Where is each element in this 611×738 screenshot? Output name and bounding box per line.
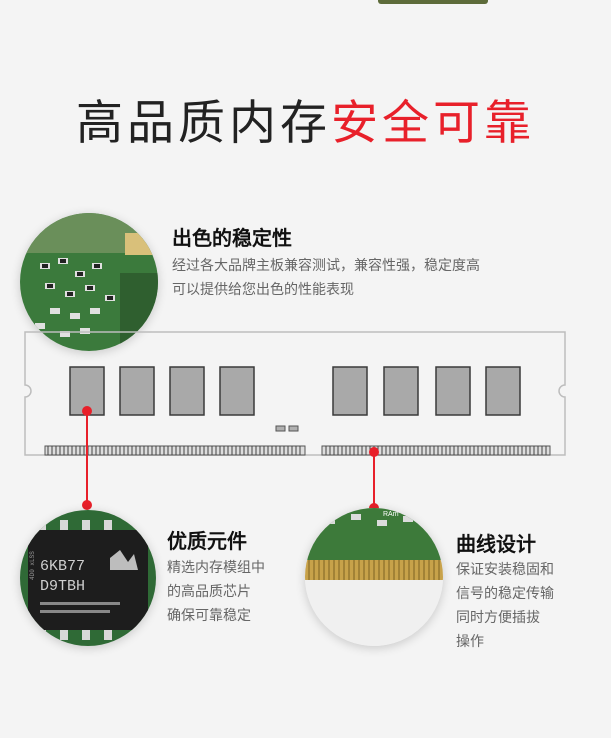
components-image: 6KB77 D9TBH 4D0 xLSS xyxy=(20,510,156,646)
stability-desc: 经过各大品牌主板兼容测试，兼容性强，稳定度高 可以提供给您出色的性能表现 xyxy=(172,254,480,302)
page-headline: 高品质内存安全可靠 xyxy=(0,84,611,153)
curve-desc-line: 信号的稳定传输 xyxy=(456,586,554,602)
board-marking: RAm xyxy=(383,511,399,518)
edge-connector-line xyxy=(373,455,375,505)
components-desc-line: 确保可靠稳定 xyxy=(167,608,251,624)
curve-desc-line: 操作 xyxy=(456,634,484,650)
headline-accent: 安全可靠 xyxy=(331,96,535,151)
logo-icon xyxy=(110,550,138,570)
components-desc-line: 精选内存模组中 xyxy=(167,560,265,576)
curve-title: 曲线设计 xyxy=(456,532,536,556)
curve-desc-line: 保证安装稳固和 xyxy=(456,562,554,578)
components-desc-line: 的高品质芯片 xyxy=(167,584,251,600)
curve-desc-line: 同时方便插拔 xyxy=(456,610,540,626)
stability-desc-line: 经过各大品牌主板兼容测试，兼容性强，稳定度高 xyxy=(172,258,480,274)
stability-desc-line: 可以提供给您出色的性能表现 xyxy=(172,282,354,298)
chip-marker-dot xyxy=(82,406,92,416)
chip-marker-dot xyxy=(82,500,92,510)
chip-connector-line xyxy=(86,414,88,502)
headline-main: 高品质内存 xyxy=(76,96,331,151)
top-decor-strip xyxy=(378,0,488,4)
chip-marking-line2: D9TBH xyxy=(40,578,85,595)
chip-marking-line1: 6KB77 xyxy=(40,558,85,575)
components-desc: 精选内存模组中 的高品质芯片 确保可靠稳定 xyxy=(167,556,265,628)
edge-marker-dot xyxy=(369,447,379,457)
chip-marking-side: 4D0 xLSS xyxy=(29,551,36,580)
stability-title: 出色的稳定性 xyxy=(172,226,292,250)
stability-image xyxy=(20,213,158,351)
curve-image: RAm xyxy=(305,508,443,646)
components-title: 优质元件 xyxy=(167,529,247,553)
curve-desc: 保证安装稳固和 信号的稳定传输 同时方便插拔 操作 xyxy=(456,558,554,654)
